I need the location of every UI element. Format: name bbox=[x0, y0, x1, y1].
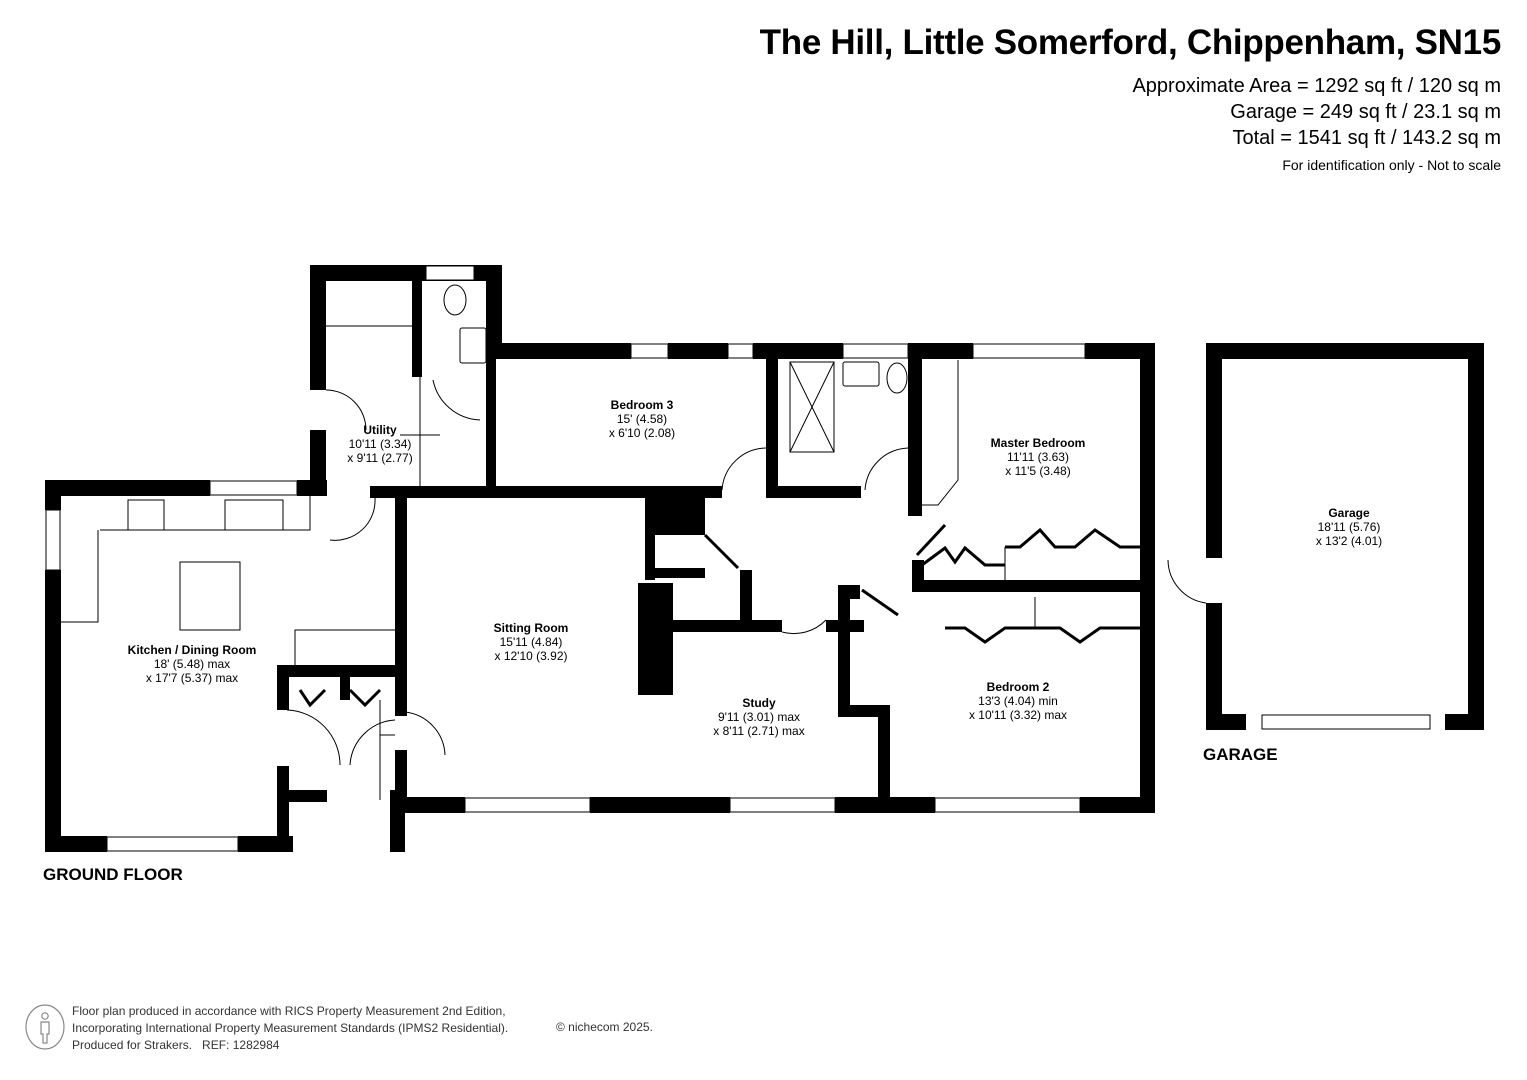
room-dimension: 9'11 (3.01) max bbox=[717, 710, 801, 724]
room-dimension: 15' (4.58) bbox=[616, 412, 668, 426]
room-study: Study 9'11 (3.01) max x 8'11 (2.71) max bbox=[713, 696, 804, 738]
fixtures-and-doors bbox=[61, 284, 1207, 800]
room-dimension: x 10'11 (3.32) max bbox=[968, 708, 1068, 722]
copyright: © nichecom 2025. bbox=[556, 1020, 653, 1034]
room-dimension: x 6'10 (2.08) bbox=[608, 426, 676, 440]
room-dimension: 18' (5.48) max bbox=[153, 657, 231, 671]
person-measurement-icon bbox=[25, 1004, 65, 1050]
room-utility: Utility 10'11 (3.34) x 9'11 (2.77) bbox=[347, 423, 412, 465]
footer: Floor plan produced in accordance with R… bbox=[24, 1003, 653, 1054]
footer-text: Floor plan produced in accordance with R… bbox=[72, 1003, 508, 1054]
room-dimension: x 13'2 (4.01) bbox=[1315, 534, 1383, 548]
approximate-area: Approximate Area = 1292 sq ft / 120 sq m bbox=[1132, 75, 1501, 97]
room-name: Garage bbox=[1328, 506, 1370, 520]
room-bedroom-3: Bedroom 3 15' (4.58) x 6'10 (2.08) bbox=[609, 398, 675, 440]
room-kitchen-dining: Kitchen / Dining Room 18' (5.48) max x 1… bbox=[128, 643, 257, 685]
ground-floor-label: GROUND FLOOR bbox=[43, 865, 183, 884]
room-dimension: 11'11 (3.63) bbox=[1007, 450, 1069, 464]
room-name: Utility bbox=[363, 423, 397, 437]
room-dimension: x 8'11 (2.71) max bbox=[713, 724, 805, 738]
wardrobe-doors bbox=[298, 523, 1140, 708]
room-name: Bedroom 2 bbox=[986, 680, 1050, 694]
room-dimension: x 17'7 (5.37) max bbox=[145, 671, 239, 685]
property-title: The Hill, Little Somerford, Chippenham, … bbox=[759, 23, 1502, 62]
room-name: Kitchen / Dining Room bbox=[127, 643, 257, 657]
header: The Hill, Little Somerford, Chippenham, … bbox=[759, 22, 1502, 173]
room-name: Sitting Room bbox=[493, 621, 569, 635]
room-garage: Garage 18'11 (5.76) x 13'2 (4.01) bbox=[1316, 506, 1382, 548]
garage-floor-label: GARAGE bbox=[1203, 745, 1278, 764]
room-sitting-room: Sitting Room 15'11 (4.84) x 12'10 (3.92) bbox=[494, 621, 569, 663]
room-dimension: 13'3 (4.04) min bbox=[978, 694, 1058, 708]
total-area: Total = 1541 sq ft / 143.2 sq m bbox=[1232, 127, 1502, 149]
room-name: Study bbox=[742, 696, 776, 710]
room-bedroom-2: Bedroom 2 13'3 (4.04) min x 10'11 (3.32)… bbox=[969, 680, 1067, 722]
scale-disclaimer: For identification only - Not to scale bbox=[1282, 157, 1501, 173]
room-dimension: x 12'10 (3.92) bbox=[494, 649, 568, 663]
room-dimension: x 11'5 (3.48) bbox=[1005, 464, 1071, 478]
footer-line-3: Produced for Strakers. REF: 1282984 bbox=[72, 1038, 280, 1052]
room-master-bedroom: Master Bedroom 11'11 (3.63) x 11'5 (3.48… bbox=[991, 436, 1086, 478]
room-name: Bedroom 3 bbox=[610, 398, 674, 412]
room-dimension: x 9'11 (2.77) bbox=[347, 451, 413, 465]
room-name: Master Bedroom bbox=[990, 436, 1086, 450]
room-dimension: 10'11 (3.34) bbox=[348, 437, 412, 451]
room-dimension: 15'11 (4.84) bbox=[499, 635, 563, 649]
footer-line-2: Incorporating International Property Mea… bbox=[72, 1021, 509, 1035]
windows bbox=[45, 265, 1431, 852]
garage-area: Garage = 249 sq ft / 23.1 sq m bbox=[1230, 101, 1501, 123]
footer-line-1: Floor plan produced in accordance with R… bbox=[72, 1004, 506, 1018]
room-dimension: 18'11 (5.76) bbox=[1317, 520, 1381, 534]
